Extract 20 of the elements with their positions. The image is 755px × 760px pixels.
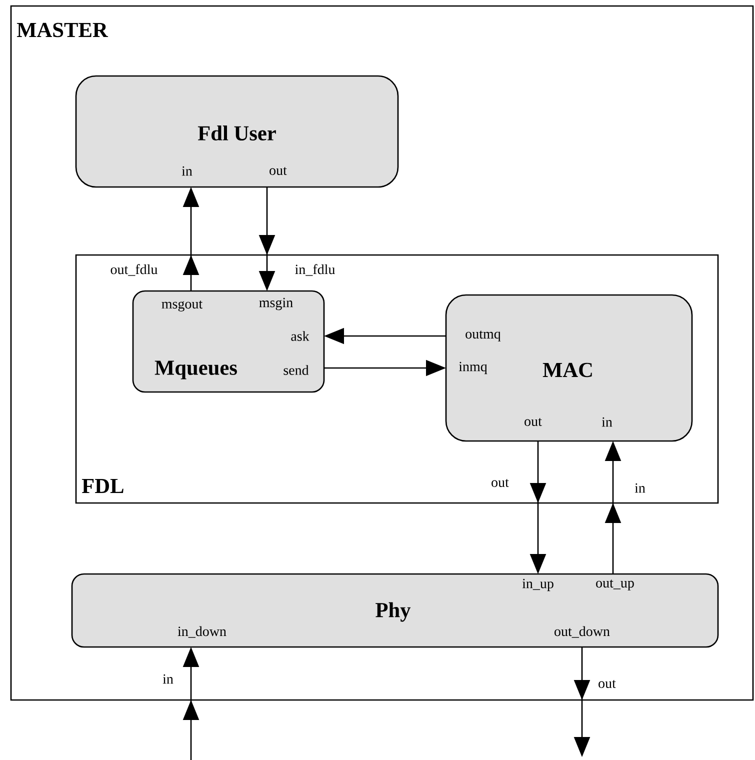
port-label: in_down [178,626,226,638]
port-label: ask [291,331,310,341]
port-label: in [634,483,646,493]
port-label: out_fdlu [110,264,158,276]
port-label: inmq [458,362,488,374]
port-label: out [598,680,616,688]
port-label: msgin [259,298,293,310]
port-label: in [602,417,612,427]
port-label: out_up [596,580,634,590]
port-label: out_down [554,626,610,638]
port-label: in [162,674,174,684]
port-label: in_fdlu [295,264,335,276]
port-label: out [492,479,509,488]
port-label: in [182,166,192,176]
port-label: msgout [162,300,203,312]
port-label: send [284,365,309,375]
port-label: in_up [522,578,554,592]
port-label: out [270,167,287,176]
port-label: out [524,418,542,426]
port-label: outmq [466,330,501,342]
